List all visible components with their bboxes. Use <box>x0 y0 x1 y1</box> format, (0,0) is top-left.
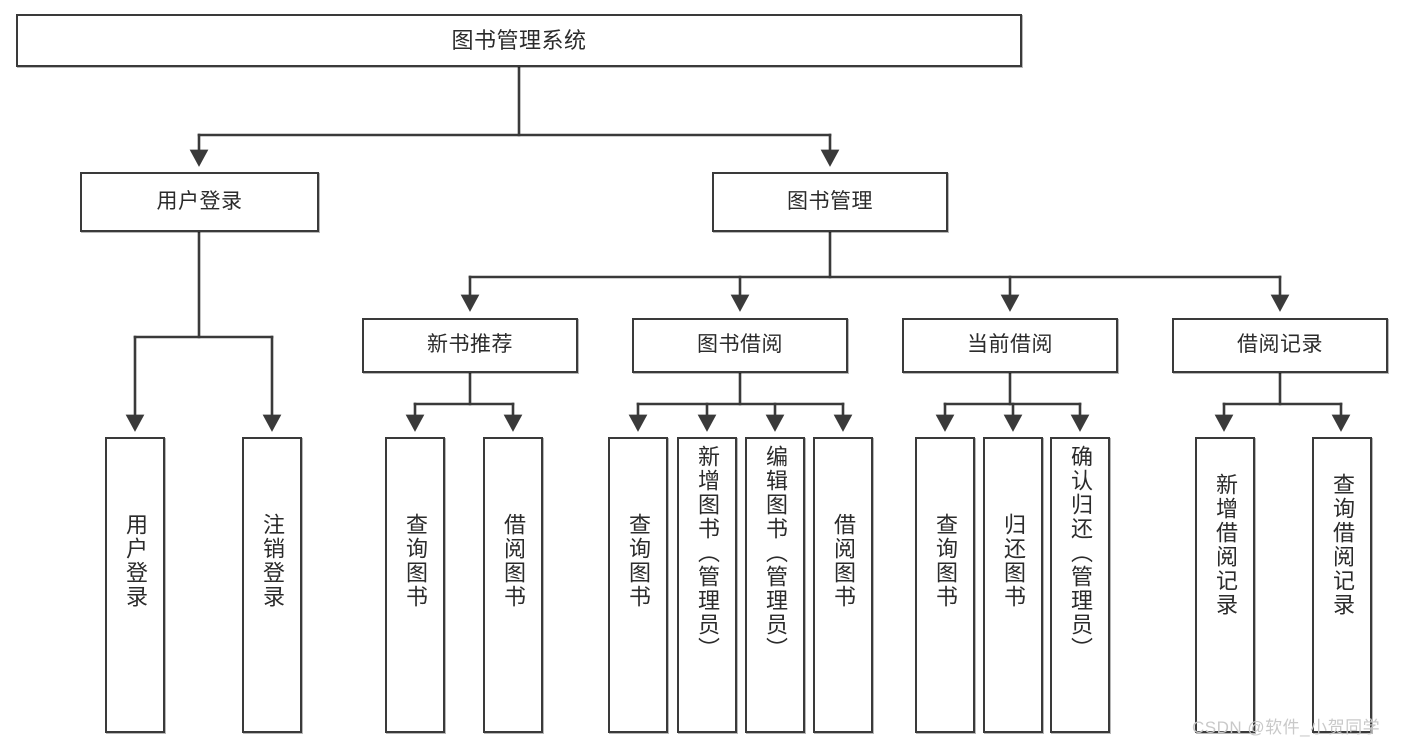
node-current-borrow[interactable]: 当前借阅 <box>902 318 1118 373</box>
node-leaf-query-record[interactable]: 查询借阅记录 <box>1312 437 1372 733</box>
node-label: 借阅图书 <box>830 513 856 609</box>
node-label: 图书管理 <box>787 189 873 213</box>
node-label: 查询图书 <box>402 513 428 609</box>
node-leaf-edit-book[interactable]: 编辑图书（管理员） <box>745 437 805 733</box>
node-label: 图书借阅 <box>697 333 783 357</box>
node-new-book-rec[interactable]: 新书推荐 <box>362 318 578 373</box>
node-label: 注销登录 <box>259 513 285 609</box>
node-label: 用户登录 <box>122 513 148 609</box>
node-book-borrow[interactable]: 图书借阅 <box>632 318 848 373</box>
node-label: 确认归还（管理员） <box>1067 445 1093 661</box>
node-root-system[interactable]: 图书管理系统 <box>16 14 1022 67</box>
node-leaf-borrow-book-2[interactable]: 借阅图书 <box>813 437 873 733</box>
node-leaf-query-book-1[interactable]: 查询图书 <box>385 437 445 733</box>
node-label: 用户登录 <box>156 189 243 213</box>
node-label: 新增借阅记录 <box>1212 473 1238 617</box>
node-label: 查询图书 <box>625 513 651 609</box>
node-label: 借阅图书 <box>500 513 526 609</box>
watermark-text: CSDN @软件_小贺同学 <box>1192 718 1381 737</box>
node-leaf-query-book-2[interactable]: 查询图书 <box>608 437 668 733</box>
node-borrow-record[interactable]: 借阅记录 <box>1172 318 1388 373</box>
node-leaf-add-record[interactable]: 新增借阅记录 <box>1195 437 1255 733</box>
node-label: 图书管理系统 <box>451 27 587 53</box>
node-label: 编辑图书（管理员） <box>762 445 788 661</box>
node-label: 查询图书 <box>932 513 958 609</box>
node-label: 查询借阅记录 <box>1329 473 1355 617</box>
node-book-manage[interactable]: 图书管理 <box>712 172 948 232</box>
node-leaf-return-book[interactable]: 归还图书 <box>983 437 1043 733</box>
node-user-login[interactable]: 用户登录 <box>80 172 319 232</box>
node-leaf-user-login[interactable]: 用户登录 <box>105 437 165 733</box>
node-leaf-borrow-book-1[interactable]: 借阅图书 <box>483 437 543 733</box>
node-leaf-confirm-return[interactable]: 确认归还（管理员） <box>1050 437 1110 733</box>
node-label: 归还图书 <box>1000 513 1026 609</box>
node-leaf-add-book[interactable]: 新增图书（管理员） <box>677 437 737 733</box>
node-label: 新书推荐 <box>427 333 513 357</box>
node-label: 新增图书（管理员） <box>694 445 720 661</box>
node-leaf-query-book-3[interactable]: 查询图书 <box>915 437 975 733</box>
node-label: 借阅记录 <box>1237 333 1323 357</box>
node-label: 当前借阅 <box>967 333 1053 357</box>
node-leaf-logout[interactable]: 注销登录 <box>242 437 302 733</box>
